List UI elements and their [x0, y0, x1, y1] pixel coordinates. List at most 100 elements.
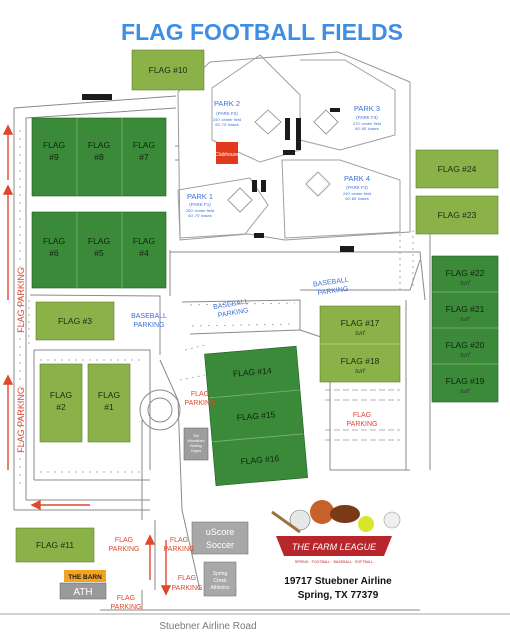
- park-1-sub: (PARK F1): [189, 202, 211, 207]
- park-4-spec1: 240' center field: [343, 191, 371, 196]
- flag-4-line1: FLAG: [133, 236, 155, 246]
- flag-parking-bm-b: PARKING: [164, 546, 195, 553]
- flag-14-label: FLAG #14: [233, 365, 273, 378]
- flag-parking-left-upper: FLAG PARKING: [16, 267, 26, 333]
- flag-parking-mid-1b: PARKING: [185, 400, 216, 407]
- logo-subtext: SPRING · FOOTBALL · BASEBALL · SOFTBALL: [295, 560, 374, 564]
- park-1-spec1: 200' center field: [186, 208, 214, 213]
- park-4-spec2: 60'-80' bases: [345, 196, 369, 201]
- svg-text:BASEBALL: BASEBALL: [131, 313, 167, 320]
- flag-20-turf: turf: [460, 352, 471, 359]
- flag-18-turf: turf: [355, 368, 366, 375]
- flag-19-label: FLAG #19: [446, 376, 485, 386]
- clubhouse-building: [216, 142, 238, 164]
- ath-label: ATH: [73, 587, 92, 598]
- flag-18-label: FLAG #18: [341, 356, 380, 366]
- svg-text:BASEBALL PARKING: BASEBALL PARKING: [313, 276, 352, 297]
- park-3-name: PARK 3: [354, 104, 380, 113]
- flag-3-label: FLAG #3: [58, 316, 92, 326]
- flag-22-label: FLAG #22: [446, 268, 485, 278]
- baseball-parking-1-line1: BASEBALL: [313, 277, 350, 289]
- park-2-name: PARK 2: [214, 99, 240, 108]
- flag-21-turf: turf: [460, 316, 471, 323]
- flag-parking-bl-a: FLAG: [115, 537, 133, 544]
- flag-21-label: FLAG #21: [446, 304, 485, 314]
- flag-parking-bc-b: PARKING: [172, 585, 203, 592]
- park-3-spec2: 60'-80' bases: [355, 126, 379, 131]
- logo-text: THE FARM LEAGUE: [292, 542, 377, 552]
- flag-20-label: FLAG #20: [446, 340, 485, 350]
- roundabout: [139, 389, 181, 431]
- park-3-spec1: 270' center field: [353, 121, 381, 126]
- flag-2-line2: #2: [56, 402, 66, 412]
- the-barn-label: THE BARN: [68, 574, 102, 581]
- clubhouse-label: Clubhouse: [215, 152, 239, 158]
- flag-parking-bm-a: FLAG: [170, 537, 188, 544]
- flag-9-line1: FLAG: [43, 140, 65, 150]
- park-labels: PARK 2 (PARK F2) 240' center field 60'-7…: [186, 99, 381, 218]
- farm-league-logo: THE FARM LEAGUE SPRING · FOOTBALL · BASE…: [271, 500, 401, 564]
- uscore-soccer-building: [191, 521, 249, 555]
- flag-5-line2: #5: [94, 248, 104, 258]
- park-2-spec1: 240' center field: [213, 117, 241, 122]
- road-outlines: [13, 95, 431, 611]
- flag-8-line1: FLAG: [88, 140, 110, 150]
- uscore-line1: uScore: [206, 527, 235, 537]
- flag-22-turf: turf: [460, 280, 471, 287]
- park-3-sub: (PARK F3): [356, 115, 378, 120]
- address-line2: Spring, TX 77379: [298, 590, 379, 601]
- the-barn-sign: [64, 570, 106, 582]
- flag-6-line2: #6: [49, 248, 59, 258]
- flag-parking-mid-1a: FLAG: [191, 391, 209, 398]
- spring-creek-line3: Athletics: [211, 585, 230, 591]
- traffic-arrows: [2, 124, 172, 596]
- park-4-name: PARK 4: [344, 174, 370, 183]
- flag-23-label: FLAG #23: [438, 210, 477, 220]
- flag-1-line2: #1: [104, 402, 114, 412]
- park-1-spec2: 60'-70' bases: [188, 213, 212, 218]
- park-1-name: PARK 1: [187, 192, 213, 201]
- flag-11-label: FLAG #11: [36, 540, 74, 550]
- park-2-sub: (PARK F2): [216, 111, 238, 116]
- cages-line4: Cages: [191, 449, 202, 453]
- flag-17-label: FLAG #17: [341, 318, 380, 328]
- flag-fields: FLAG #10 FLAG #9 FLAG #8 FLAG #7 FLAG #6…: [15, 49, 499, 563]
- flag-7-line1: FLAG: [133, 140, 155, 150]
- map-title: FLAG FOOTBALL FIELDS: [121, 19, 403, 45]
- road-label: Stuebner Airline Road: [159, 621, 256, 632]
- flag-10-label: FLAG #10: [149, 65, 188, 75]
- batting-cages-building: [183, 427, 209, 461]
- flag-6-line1: FLAG: [43, 236, 65, 246]
- flag-parking-bb-a: FLAG: [117, 595, 135, 602]
- uscore-line2: Soccer: [206, 540, 234, 550]
- flag-parking-left-lower: FLAG PARKING: [16, 387, 26, 453]
- flag-17-turf: turf: [355, 330, 366, 337]
- flag-8-line2: #8: [94, 152, 104, 162]
- flag-24-label: FLAG #24: [438, 164, 477, 174]
- flag-16-label: FLAG #16: [240, 453, 280, 466]
- park-2-spec2: 60'-70' bases: [215, 122, 239, 127]
- ath-building: [59, 582, 107, 600]
- flag-19-turf: turf: [460, 388, 471, 395]
- cages-line3: Batting: [190, 444, 201, 448]
- baseball-parking-1-line2: PARKING: [317, 286, 349, 297]
- flag-1-line1: FLAG: [98, 390, 120, 400]
- flag-2-line1: FLAG: [50, 390, 72, 400]
- flag-parking-right-b: PARKING: [347, 421, 378, 428]
- flag-parking-bb-b: PARKING: [111, 604, 142, 611]
- parking-stalls: [19, 130, 414, 591]
- cages-line1: The: [193, 434, 199, 438]
- flag-15-label: FLAG #15: [236, 409, 276, 422]
- flag-4-line2: #4: [139, 248, 149, 258]
- spring-creek-line2: Creek: [213, 578, 227, 584]
- flag-9-line2: #9: [49, 152, 59, 162]
- baseball-complex: [82, 51, 411, 252]
- svg-text:PARKING: PARKING: [134, 322, 165, 329]
- flag-7-line2: #7: [139, 152, 149, 162]
- flag-5-line1: FLAG: [88, 236, 110, 246]
- park-4-sub: (PARK F4): [346, 185, 368, 190]
- address-line1: 19717 Stuebner Airline: [284, 576, 392, 587]
- cages-line2: Woodshed: [187, 439, 204, 443]
